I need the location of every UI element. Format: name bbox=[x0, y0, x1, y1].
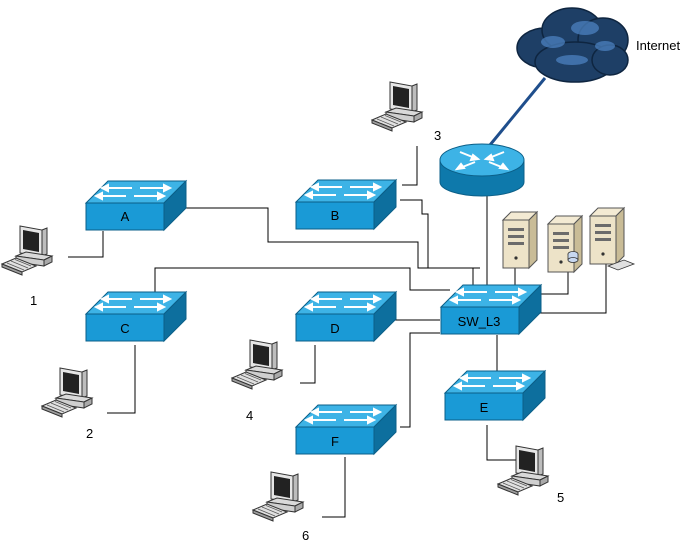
link-e-pc5 bbox=[486, 425, 520, 461]
link-f-core bbox=[400, 332, 440, 428]
link-router-internet bbox=[488, 77, 547, 146]
link-b-pc3 bbox=[402, 146, 418, 186]
switch-c-label: C bbox=[120, 321, 129, 336]
link-c-core bbox=[154, 267, 450, 292]
link-core-server3 bbox=[540, 258, 607, 314]
server-3-icon bbox=[589, 207, 636, 271]
link-core-server2 bbox=[540, 262, 569, 295]
server-1-icon bbox=[502, 211, 538, 269]
link-d-pc4 bbox=[300, 345, 316, 384]
pc-5-label: 5 bbox=[557, 490, 564, 505]
pc-6-icon bbox=[252, 471, 304, 522]
internet-label: Internet bbox=[636, 38, 680, 53]
switch-a bbox=[85, 180, 187, 231]
switch-e bbox=[444, 370, 546, 421]
link-a-pc1 bbox=[68, 231, 104, 258]
link-c-pc2 bbox=[107, 345, 136, 414]
pc-1-icon bbox=[1, 225, 53, 276]
switch-e-label: E bbox=[480, 400, 489, 415]
pc-1-label: 1 bbox=[30, 293, 37, 308]
pc-6-label: 6 bbox=[302, 528, 309, 543]
network-links bbox=[68, 146, 607, 518]
switch-d-label: D bbox=[330, 321, 339, 336]
router-icon bbox=[439, 143, 525, 197]
pc-2-label: 2 bbox=[86, 426, 93, 441]
pc-3-label: 3 bbox=[434, 128, 441, 143]
switch-core-label: SW_L3 bbox=[458, 314, 501, 329]
pc-4-label: 4 bbox=[246, 408, 253, 423]
switch-b-label: B bbox=[331, 208, 340, 223]
switch-f-label: F bbox=[331, 434, 339, 449]
switch-b bbox=[295, 179, 397, 230]
pc-5-icon bbox=[497, 445, 549, 496]
switch-a-label: A bbox=[121, 209, 130, 224]
server-2-icon bbox=[547, 215, 583, 273]
link-b-core bbox=[400, 199, 480, 269]
pc-3-icon bbox=[371, 81, 423, 132]
switch-c bbox=[85, 291, 187, 342]
internet-cloud-icon bbox=[516, 7, 629, 83]
switch-d bbox=[295, 291, 397, 342]
pc-4-icon bbox=[231, 339, 283, 390]
link-f-pc6 bbox=[322, 457, 346, 518]
pc-2-icon bbox=[41, 367, 93, 418]
switch-f bbox=[295, 404, 397, 455]
